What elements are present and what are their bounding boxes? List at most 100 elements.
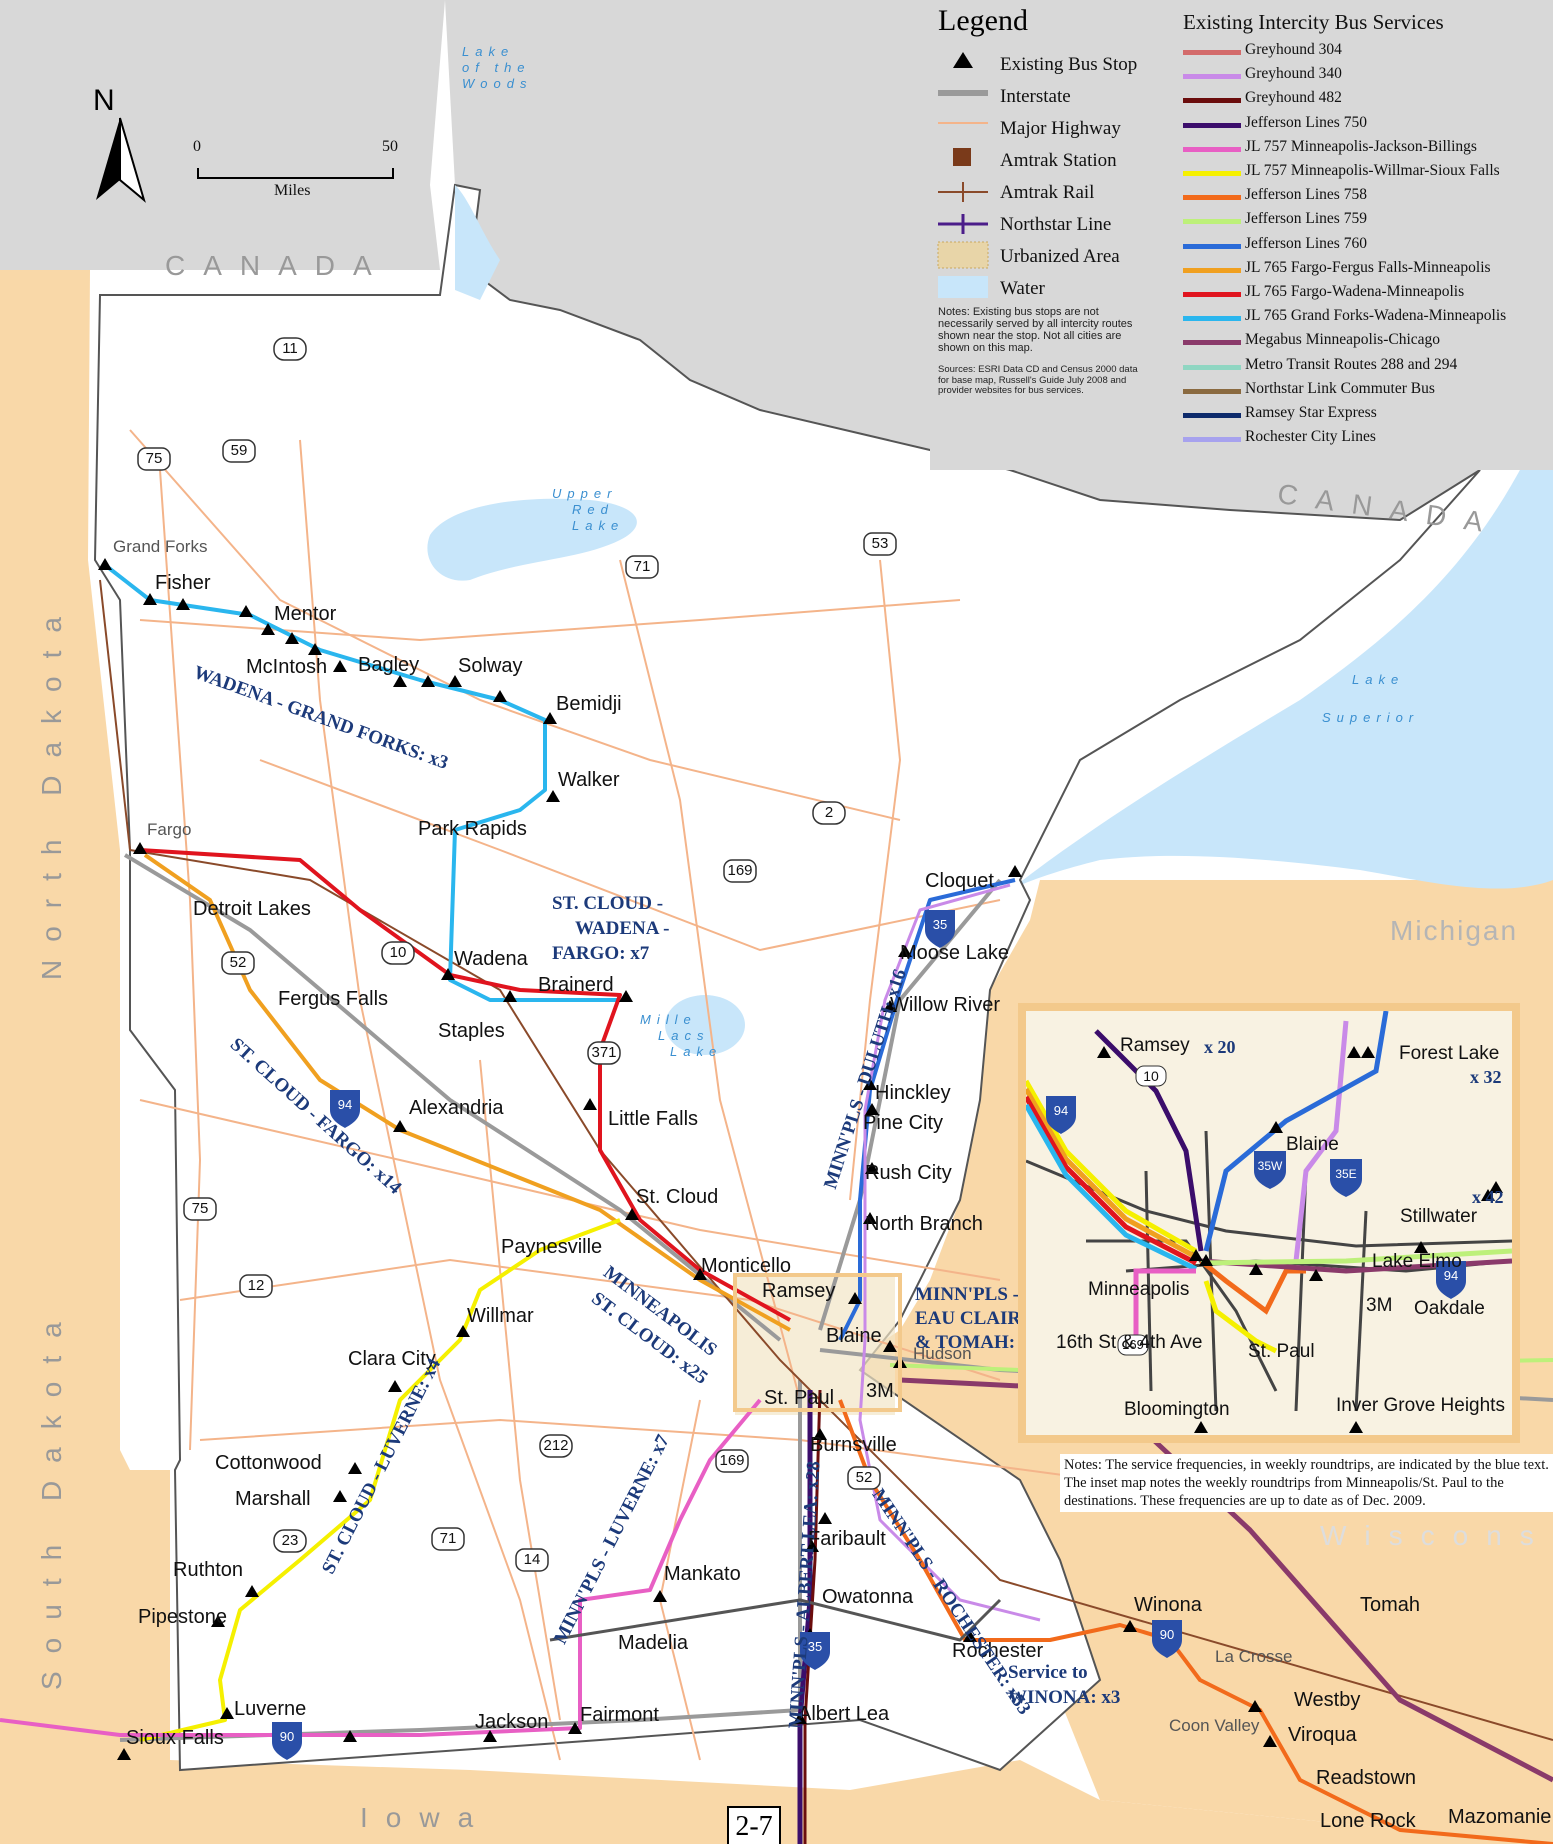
bus-stops <box>98 558 1277 1760</box>
city-label: Cloquet <box>925 870 994 892</box>
service-item: JL 765 Grand Forks-Wadena-Minneapolis <box>1183 306 1553 330</box>
city-label: Mankato <box>664 1563 741 1585</box>
service-label: Metro Transit Routes 288 and 294 <box>1245 355 1458 373</box>
water-label: Superior <box>1322 710 1420 725</box>
service-swatch <box>1183 171 1241 176</box>
highway-shield-label: 52 <box>855 1469 873 1486</box>
region-iowa: Iowa <box>360 1802 492 1833</box>
inset-city: Lake Elmo <box>1372 1251 1462 1272</box>
city-label: La Crosse <box>1215 1647 1293 1666</box>
route-willmar-sioux-falls <box>139 1218 621 1742</box>
city-label: Lone Rock <box>1320 1810 1416 1832</box>
service-item: Jefferson Lines 758 <box>1183 185 1553 209</box>
route-label: MINN'PLS - <box>915 1284 1019 1305</box>
city-label: Fisher <box>155 572 211 594</box>
city-label: Mazomanie <box>1448 1806 1552 1828</box>
service-swatch <box>1183 437 1241 443</box>
city-label: Ruthton <box>173 1559 244 1581</box>
service-label: Greyhound 482 <box>1245 89 1342 107</box>
inset-shield-label: 169 <box>1122 1337 1144 1352</box>
route-greyhound-340 <box>858 883 1041 1622</box>
service-swatch <box>1183 219 1241 225</box>
page-number: 2-7 <box>727 1806 781 1844</box>
city-label: 3M <box>866 1380 894 1402</box>
city-label: Solway <box>458 655 523 677</box>
region-michigan: Michigan <box>1390 915 1519 946</box>
service-swatch <box>1183 267 1241 273</box>
service-swatch <box>1183 243 1241 249</box>
city-label: Rush City <box>865 1162 952 1184</box>
legend-item-bus-stop: Existing Bus Stop <box>938 50 1178 80</box>
legend-notes: Notes: Existing bus stops are not necess… <box>938 306 1133 354</box>
region-south-dakota: South Dakota <box>36 1304 67 1690</box>
city-label: Readstown <box>1316 1767 1417 1789</box>
service-label: Jefferson Lines 750 <box>1245 113 1367 131</box>
service-item: Greyhound 340 <box>1183 64 1553 88</box>
service-label: JL 765 Fargo-Fergus Falls-Minneapolis <box>1245 258 1491 276</box>
highway-shield-label: 11 <box>282 340 298 357</box>
surrounding-states <box>0 270 1553 1844</box>
service-swatch <box>1183 122 1241 128</box>
water-label: Lake <box>462 44 515 59</box>
service-item: Jefferson Lines 759 <box>1183 209 1553 233</box>
inset-city: Oakdale <box>1414 1298 1485 1319</box>
water-label: Lake <box>670 1044 723 1059</box>
inset-city: Blaine <box>1286 1134 1339 1155</box>
city-label: North Branch <box>865 1213 983 1235</box>
city-label: Cottonwood <box>215 1452 322 1474</box>
legend-title: Legend <box>938 4 1028 37</box>
water-label: Woods <box>462 76 533 91</box>
city-label: Winona <box>1134 1594 1202 1616</box>
scale-bar <box>197 168 394 179</box>
city-label: Faribault <box>808 1528 886 1550</box>
highway-shield-label: 23 <box>281 1532 299 1549</box>
inset-city: Inver Grove Heights <box>1336 1395 1505 1416</box>
city-label: Pine City <box>863 1112 944 1134</box>
water-label: of the <box>462 60 531 75</box>
inset-map <box>1026 1011 1512 1435</box>
water-label: Red <box>572 502 614 517</box>
inset-city: St. Paul <box>1248 1341 1315 1362</box>
service-swatch <box>1183 388 1241 394</box>
city-label: Hudson <box>913 1344 972 1363</box>
legend-item-amtrak-station: Amtrak Station <box>938 146 1178 176</box>
highway-shield-label: 2 <box>824 804 834 821</box>
inset-city: Forest Lake <box>1399 1043 1500 1064</box>
city-label: Luverne <box>234 1698 307 1720</box>
service-label: Megabus Minneapolis-Chicago <box>1245 331 1441 349</box>
city-label: Madelia <box>618 1632 689 1654</box>
interstate-shield-label: 35 <box>807 1639 823 1654</box>
inset-shield-label: 35W <box>1257 1159 1283 1173</box>
service-item: JL 765 Fargo-Wadena-Minneapolis <box>1183 282 1553 306</box>
city-label: Willmar <box>467 1305 534 1327</box>
service-item: JL 757 Minneapolis-Willmar-Sioux Falls <box>1183 161 1553 185</box>
north-label: N <box>93 84 115 117</box>
city-label: Fergus Falls <box>278 988 389 1010</box>
bottom-notes: Notes: The service frequencies, in weekl… <box>1060 1454 1553 1512</box>
amtrak-rail <box>99 579 1553 1741</box>
city-label: Fargo <box>147 820 192 839</box>
city-label: Hinckley <box>875 1082 951 1104</box>
mille-lacs-lake <box>665 995 745 1055</box>
highway-shield-label: 75 <box>191 1200 209 1217</box>
city-label: Wadena <box>454 948 528 970</box>
service-item: JL 765 Fargo-Fergus Falls-Minneapolis <box>1183 258 1553 282</box>
highway-shield-label: 169 <box>727 862 753 879</box>
inset-city: Minneapolis <box>1088 1279 1190 1300</box>
city-label: Bagley <box>358 654 420 676</box>
city-label: Moose Lake <box>900 942 1009 964</box>
city-label: McIntosh <box>246 656 328 678</box>
highway-shield-label: 71 <box>633 558 651 575</box>
city-label: Clara City <box>348 1348 436 1370</box>
route-label: ST. CLOUD - <box>552 893 664 914</box>
service-label: JL 757 Minneapolis-Willmar-Sioux Falls <box>1245 162 1500 179</box>
service-item: Metro Transit Routes 288 and 294 <box>1183 355 1553 379</box>
highway-shield-label: 10 <box>389 944 407 961</box>
legend-label: Urbanized Area <box>1000 246 1120 267</box>
inset-city: Stillwater <box>1400 1206 1478 1227</box>
highway-shield-label: 71 <box>439 1530 457 1547</box>
service-swatch <box>1183 413 1241 418</box>
service-swatch <box>1183 146 1241 152</box>
inset-city: Ramsey <box>1120 1035 1190 1056</box>
